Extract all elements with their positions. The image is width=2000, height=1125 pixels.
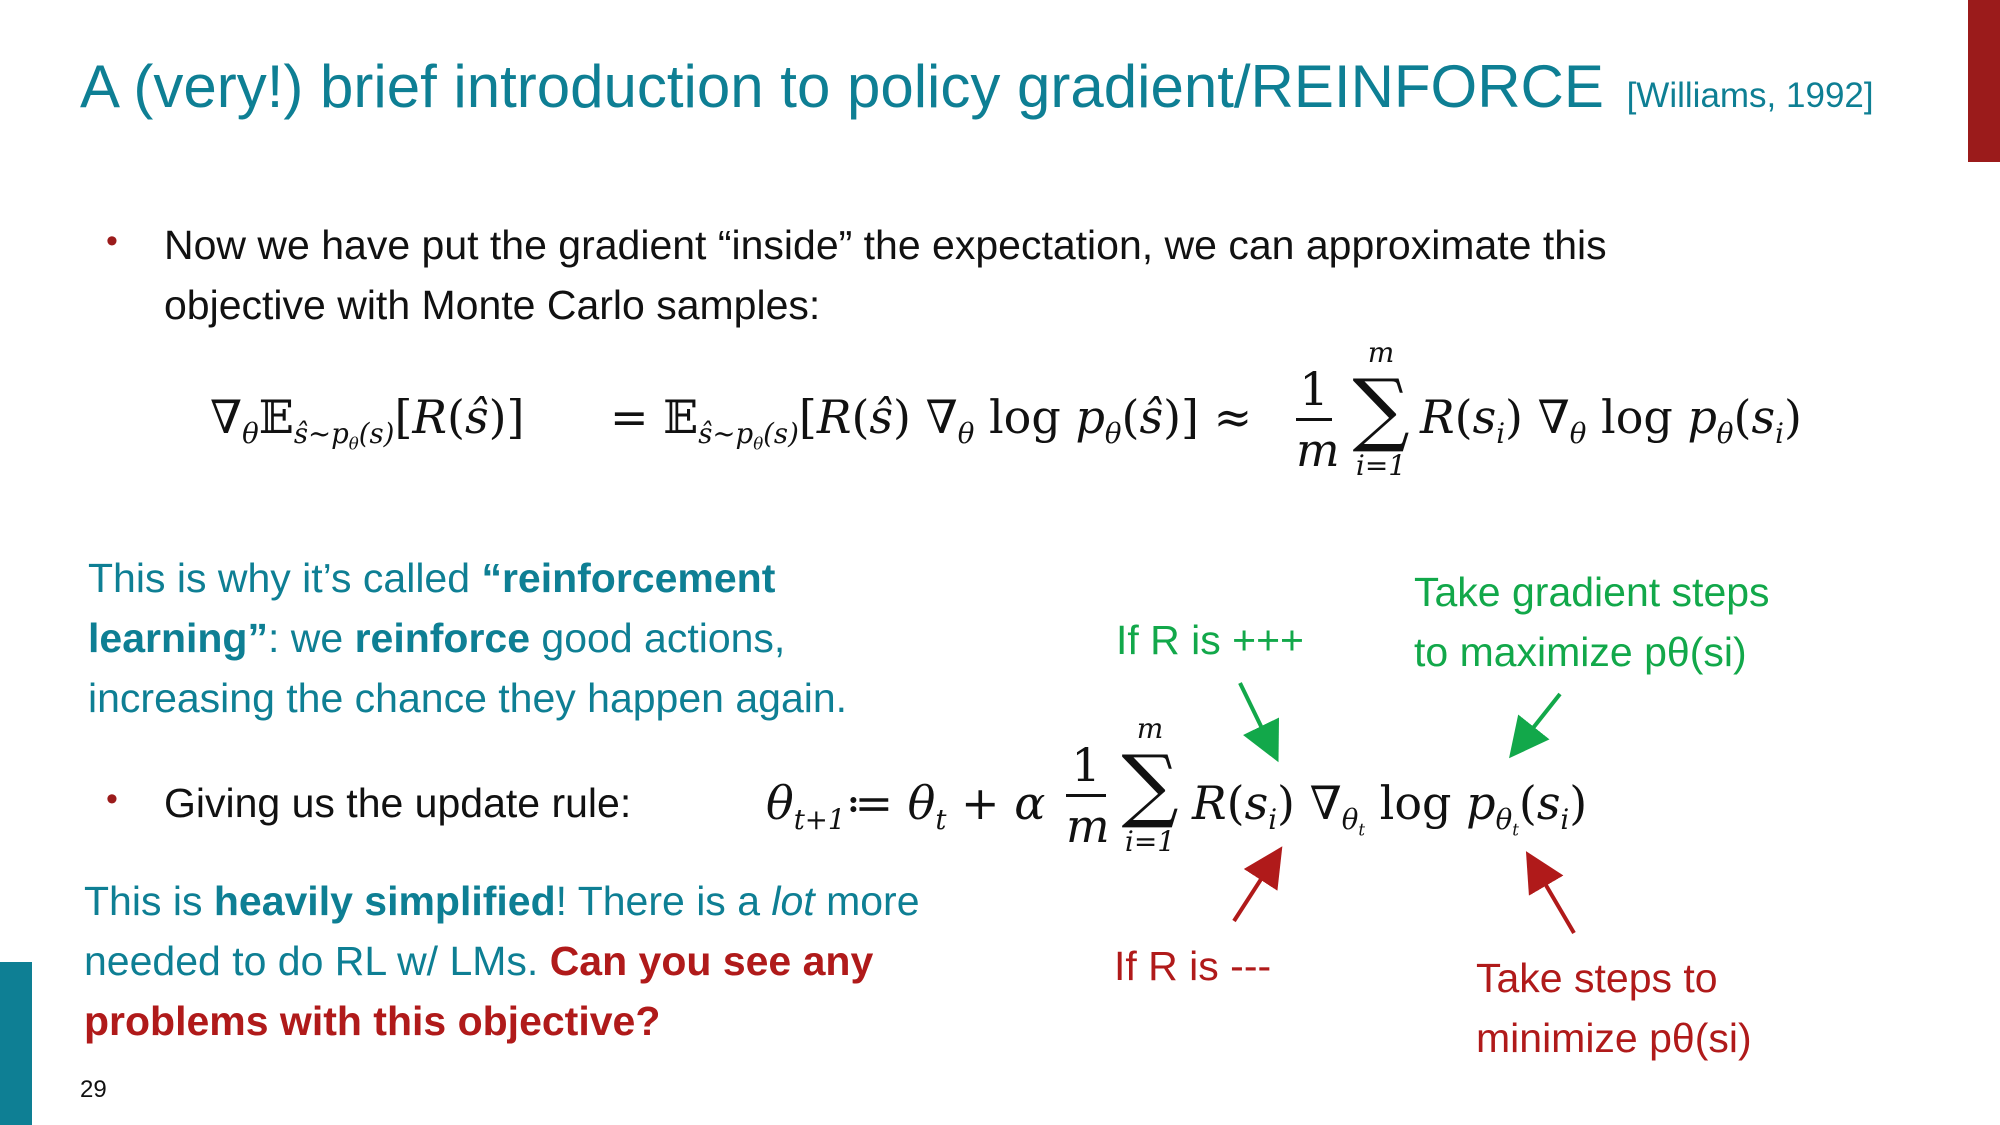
reinforce-note-bold-2: reinforce <box>354 615 531 661</box>
left-accent-bar <box>0 962 32 1125</box>
equation-1-rhs: R(si) ∇θ log pθ(si) <box>1420 390 1802 451</box>
equation-1-lhs: ∇θ𝔼ŝ~pθ(s)[R(ŝ)] <box>210 390 525 454</box>
annotation-take-steps-line-1: Take steps to <box>1476 955 1718 1001</box>
annotation-take-gradient-line-1: Take gradient steps <box>1414 569 1770 615</box>
simplified-note-italic: lot <box>771 878 815 924</box>
equation-1-middle: = 𝔼ŝ~pθ(s)[R(ŝ) ∇θ log pθ(ŝ)] ≈ <box>610 390 1253 454</box>
equation-2-fraction: 1 m <box>1066 738 1110 853</box>
bullet-1-line-2: objective with Monte Carlo samples: <box>164 282 821 328</box>
annotation-if-r-negative: If R is --- <box>1114 943 1272 989</box>
equation-2-sum: m ∑ i=1 <box>1112 712 1188 858</box>
equation-2-lhs: θt+1≔ θt + α <box>766 776 1046 837</box>
bullet-1-line-1: Now we have put the gradient “inside” th… <box>164 222 1607 268</box>
sum-1-lower: i=1 <box>1355 449 1407 482</box>
simplified-note-part-2: ! There is a <box>555 878 772 924</box>
fraction-2-denominator: m <box>1066 799 1110 853</box>
annotation-take-steps-line-2: minimize pθ(si) <box>1476 1015 1752 1061</box>
simplified-note-part-3: more needed to do RL w/ LMs. <box>84 878 920 984</box>
page-number: 29 <box>80 1076 107 1103</box>
simplified-note-bold: heavily simplified <box>213 878 556 924</box>
arrow-take-gradient <box>1509 692 1562 759</box>
title-citation: [Williams, 1992] <box>1626 76 1874 115</box>
slide-title: A (very!) brief introduction to policy g… <box>80 52 1874 121</box>
annotation-if-r-positive: If R is +++ <box>1116 617 1305 663</box>
bullet-2-text: Giving us the update rule: <box>164 780 632 826</box>
equation-2-rhs: R(si) ∇θt log pθt(si) <box>1192 776 1588 840</box>
annotation-take-gradient-steps: Take gradient steps to maximize pθ(si) <box>1414 562 1770 682</box>
equation-1-sum: m ∑ i=1 <box>1346 336 1416 482</box>
reinforce-note-part-1: This is why it’s called <box>88 555 482 601</box>
arrow-if-r-positive <box>1238 682 1279 763</box>
fraction-1-numerator: 1 <box>1299 362 1329 416</box>
sum-2-symbol: ∑ <box>1121 738 1179 831</box>
sum-1-upper: m <box>1367 336 1395 369</box>
simplified-note: This is heavily simplified! There is a l… <box>84 871 944 1051</box>
annotation-take-steps-minimize: Take steps to minimize pθ(si) <box>1476 948 1752 1068</box>
reinforce-note-bold-1: “reinforcement learning” <box>88 555 776 661</box>
arrow-take-steps <box>1525 851 1576 935</box>
reinforce-note-part-3: good actions, increasing the chance they… <box>88 615 848 721</box>
sum-2-lower: i=1 <box>1124 825 1176 858</box>
reinforce-note: This is why it’s called “reinforcement l… <box>88 548 968 728</box>
bullet-1-text: Now we have put the gradient “inside” th… <box>164 215 1607 335</box>
annotation-take-gradient-line-2: to maximize pθ(si) <box>1414 629 1747 675</box>
reinforce-note-part-2: : we <box>267 615 355 661</box>
title-text: A (very!) brief introduction to policy g… <box>80 53 1604 120</box>
bullet-dot-2: • <box>106 780 118 818</box>
approx-symbol: ≈ <box>1213 390 1253 444</box>
fraction-2-numerator: 1 <box>1071 738 1101 792</box>
simplified-note-part-1: This is <box>84 878 214 924</box>
simplified-note-question: Can you see any problems with this objec… <box>84 938 874 1044</box>
sum-2-upper: m <box>1136 712 1164 745</box>
arrow-if-r-negative <box>1232 846 1283 923</box>
right-accent-bar <box>1968 0 2000 162</box>
bullet-dot-1: • <box>106 222 118 260</box>
sum-1-symbol: ∑ <box>1352 362 1410 455</box>
